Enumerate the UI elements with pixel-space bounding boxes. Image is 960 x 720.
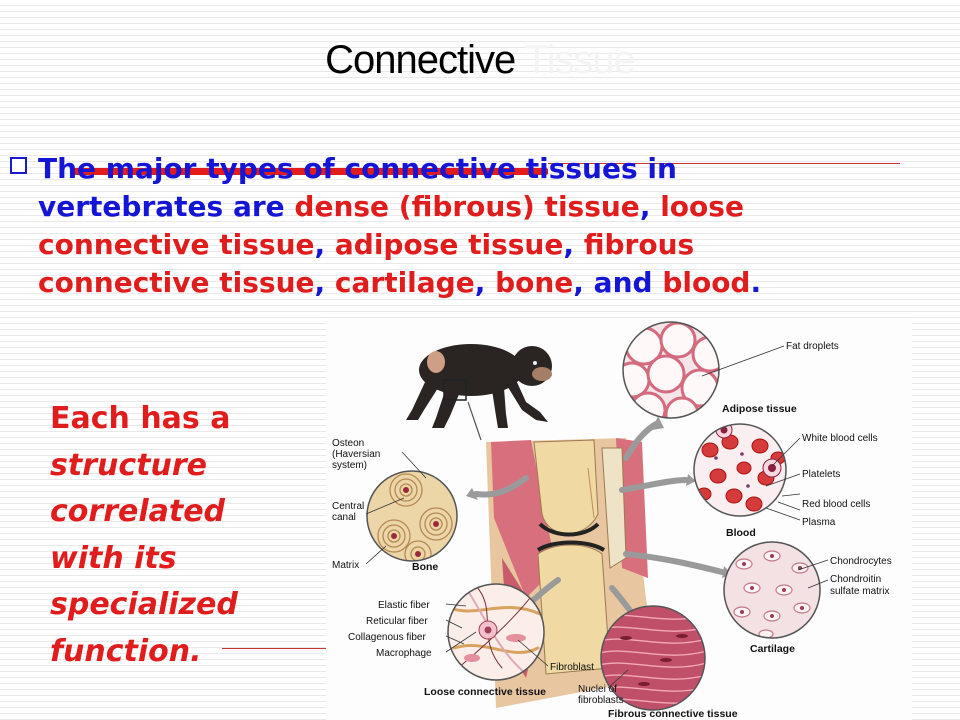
side-note-line: with its (50, 540, 177, 576)
title-main: Connective (325, 38, 516, 82)
label-osteon: Osteon (332, 438, 364, 449)
sep: . (750, 266, 762, 299)
term-loose-tissue: loose connective tissue (38, 190, 744, 261)
label-plasma: Plasma (802, 517, 836, 528)
side-note: Each has a structure correlated with its… (50, 396, 320, 675)
label-canal: canal (332, 512, 356, 523)
side-note-line: function. (50, 633, 202, 669)
label-red-blood-cells: Red blood cells (802, 499, 870, 510)
side-note-line: correlated (50, 494, 226, 529)
sep: , (639, 190, 661, 223)
bullet-seg1: The major types of connective tissues in… (38, 152, 677, 223)
label-fibroblast: Fibroblast (550, 662, 594, 673)
bullet-paragraph: The major types of connective tissues in… (38, 150, 848, 302)
label-fibroblasts: fibroblasts (578, 695, 624, 706)
label-reticular-fiber: Reticular fiber (366, 616, 428, 627)
caption-adipose: Adipose tissue (722, 403, 797, 415)
label-fat-droplets: Fat droplets (786, 341, 839, 352)
label-chondroitin: Chondroitin (830, 574, 881, 585)
caption-fibrous-connective: Fibrous connective tissue (608, 708, 738, 720)
side-note-line: specialized (50, 587, 238, 622)
bone-circle (366, 470, 458, 562)
blood-circle (693, 423, 787, 517)
label-sulfate-matrix: sulfate matrix (830, 586, 889, 597)
sep: , (474, 266, 496, 299)
side-note-line: Each has a (50, 401, 231, 436)
adipose-tissue-circle (622, 321, 720, 419)
label-matrix: Matrix (332, 560, 359, 571)
chimpanzee-illustration (406, 344, 552, 441)
connective-tissue-figure: Fat droplets Adipose tissue White blood … (326, 318, 912, 720)
term-blood: blood (662, 266, 751, 299)
leader-lines (365, 345, 829, 689)
caption-cartilage: Cartilage (750, 643, 795, 655)
label-central: Central (332, 501, 364, 512)
caption-bone: Bone (412, 561, 438, 573)
label-chondrocytes: Chondrocytes (830, 556, 892, 567)
accent-rule-bottom (222, 648, 332, 649)
term-adipose-tissue: adipose tissue (334, 228, 564, 261)
accent-rule-top (548, 163, 900, 164)
caption-loose-connective: Loose connective tissue (424, 686, 546, 698)
caption-blood: Blood (726, 527, 756, 539)
label-elastic-fiber: Elastic fiber (378, 600, 430, 611)
loose-connective-circle (447, 583, 545, 681)
label-macrophage: Macrophage (376, 648, 432, 659)
title-faint: Tissue (524, 38, 636, 82)
label-collagenous-fiber: Collagenous fiber (348, 632, 426, 643)
fibrous-connective-circle (600, 605, 706, 711)
slide-title: Connective Tissue (0, 38, 960, 83)
label-nuclei-of: Nuclei of (578, 684, 617, 695)
term-dense-tissue: dense (fibrous) tissue (294, 190, 640, 223)
term-cartilage: cartilage (334, 266, 475, 299)
sep: , (563, 228, 584, 261)
sep: , (314, 266, 335, 299)
label-osteon-haversian: (Haversian (332, 449, 380, 460)
square-bullet-icon (10, 157, 27, 174)
label-osteon-system: system) (332, 460, 367, 471)
sep: , (314, 228, 335, 261)
tissue-illustration: Fat droplets Adipose tissue White blood … (332, 321, 892, 720)
side-note-line: structure (50, 447, 207, 483)
label-white-blood-cells: White blood cells (802, 433, 878, 444)
term-bone: bone (495, 266, 574, 299)
cartilage-circle (723, 541, 821, 639)
label-platelets: Platelets (802, 469, 840, 480)
sep: , and (573, 266, 663, 299)
term-fibrous-tissue: fibrous connective tissue (38, 228, 695, 299)
strikethrough-bar (70, 168, 548, 175)
